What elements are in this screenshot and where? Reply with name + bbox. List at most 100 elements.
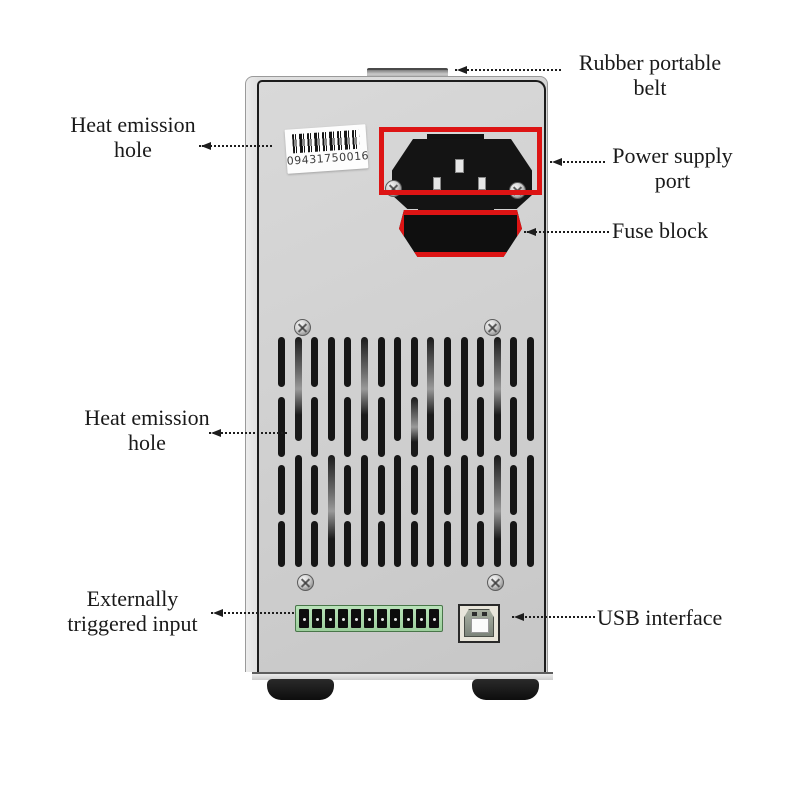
arrow-fuse-block — [524, 228, 609, 236]
vent-slot — [278, 397, 285, 457]
vent-slot — [294, 337, 302, 441]
vent-slot — [377, 521, 385, 567]
terminal-cell — [338, 609, 348, 628]
vent-slot — [510, 465, 518, 515]
vent-slot — [477, 465, 485, 515]
vent-slot — [361, 337, 368, 441]
usb-contact — [482, 612, 487, 616]
vent-slot — [327, 337, 335, 441]
vent-slot — [377, 465, 385, 515]
arrow-rubber-belt — [455, 66, 561, 74]
label-line: Heat emission — [84, 405, 210, 430]
rubber-foot-right — [472, 679, 539, 700]
terminal-block — [295, 605, 443, 632]
vent-slot — [327, 455, 335, 567]
vent-slot — [477, 397, 485, 457]
power-inlet-neutral-pin — [478, 177, 486, 190]
case-bottom-rim — [252, 672, 553, 680]
vent-slot — [477, 521, 485, 567]
vent-slot — [294, 455, 302, 567]
vent-slot — [510, 337, 518, 387]
vent-slot — [444, 465, 451, 515]
usb-connector — [464, 609, 494, 637]
vent-slot — [278, 521, 285, 567]
panel-screw-top-left — [294, 319, 311, 336]
panel-screw-bottom-left — [297, 574, 314, 591]
label-line: Power supply — [612, 143, 733, 168]
usb-contact — [472, 612, 477, 616]
label-fuse-block: Fuse block — [612, 218, 708, 243]
label-line: triggered input — [67, 611, 198, 636]
terminal-cell — [364, 609, 374, 628]
label-usb: USB interface — [597, 605, 723, 630]
vent-slot — [493, 455, 501, 567]
fuse-highlight-box — [399, 210, 522, 257]
power-inlet — [392, 139, 532, 209]
vent-slot — [377, 397, 385, 457]
label-heat-hole-mid: Heat emission hole — [52, 405, 242, 455]
vent-slot — [493, 337, 501, 441]
vent-slot — [444, 337, 451, 387]
power-inlet-live-pin — [433, 177, 441, 190]
label-line: port — [654, 168, 691, 193]
vent-slot — [344, 521, 352, 567]
vent-slot — [410, 337, 418, 387]
label-line: Heat emission — [70, 112, 196, 137]
label-line: belt — [633, 75, 667, 100]
vent-slot — [510, 397, 518, 457]
arrow-usb — [512, 613, 595, 621]
vent-slot — [527, 455, 534, 567]
power-inlet-ground-pin — [455, 159, 464, 173]
vent-slot — [344, 337, 352, 387]
vent-slot — [278, 465, 285, 515]
label-rubber-belt: Rubber portable belt — [555, 50, 745, 100]
rubber-foot-left — [267, 679, 334, 700]
rubber-belt-tab — [367, 68, 448, 79]
vent-slot — [460, 455, 468, 567]
label-heat-hole-top: Heat emission hole — [38, 112, 228, 162]
usb-port — [458, 604, 500, 643]
power-port-highlight-box — [379, 127, 542, 195]
terminal-cell — [351, 609, 361, 628]
vent-slot — [311, 521, 319, 567]
label-line: Externally — [86, 586, 179, 611]
vent-slot — [510, 521, 518, 567]
vent-slot — [460, 337, 468, 441]
vent-slot — [377, 337, 385, 387]
vent-slot — [394, 337, 402, 441]
vent-slot — [427, 337, 435, 441]
arrow-heat-hole-mid — [209, 429, 287, 437]
terminal-cell — [390, 609, 400, 628]
panel-screw-top-right — [484, 319, 501, 336]
vent-slot — [311, 397, 319, 457]
vent-slot — [278, 337, 285, 387]
vent-grid — [278, 337, 538, 569]
vent-slot — [344, 465, 352, 515]
terminal-cell — [429, 609, 439, 628]
label-line: hole — [128, 430, 166, 455]
arrow-heat-hole-top — [199, 142, 272, 150]
arrow-power-port — [550, 158, 605, 166]
barcode-sticker: 09431750016 — [284, 124, 369, 174]
label-external-trigger: Externally triggered input — [35, 586, 230, 636]
label-line: Rubber portable — [578, 50, 722, 75]
label-line: hole — [114, 137, 152, 162]
terminal-cell — [403, 609, 413, 628]
arrow-external-trigger — [211, 609, 294, 617]
vent-slot — [394, 455, 402, 567]
usb-tongue — [471, 618, 489, 633]
vent-slot — [477, 337, 485, 387]
terminal-cell — [377, 609, 387, 628]
vent-slot — [311, 465, 319, 515]
panel-screw-bottom-right — [487, 574, 504, 591]
vent-slot — [311, 337, 319, 387]
vent-slot — [410, 465, 418, 515]
terminal-cell — [416, 609, 426, 628]
vent-slot — [427, 455, 435, 567]
vent-slot — [344, 397, 352, 457]
vent-slot — [410, 397, 418, 457]
terminal-cell — [312, 609, 322, 628]
vent-slot — [444, 397, 451, 457]
vent-slot — [410, 521, 418, 567]
